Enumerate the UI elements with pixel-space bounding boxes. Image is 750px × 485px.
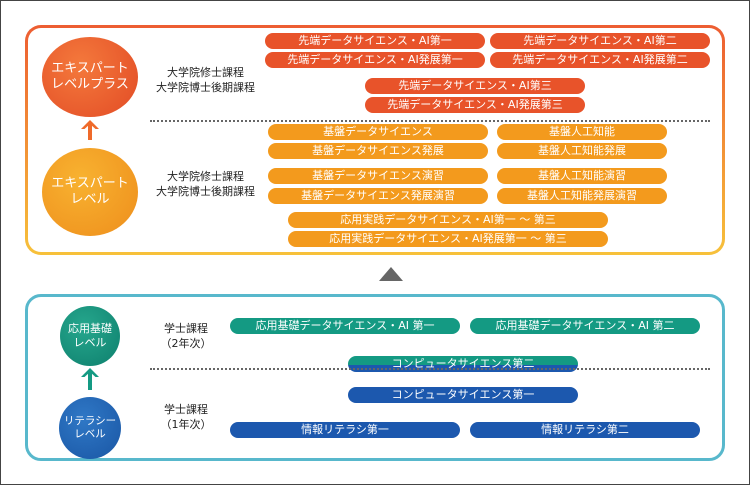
- up-arrow-icon: [81, 120, 99, 140]
- literacy-label-line1: リテラシー: [63, 414, 117, 427]
- course-pill: 先端データサイエンス・AI第二: [490, 33, 710, 49]
- course-pill: 基盤データサイエンス発展: [268, 143, 488, 159]
- course-label-line: （2年次）: [160, 336, 212, 350]
- course-pill: 先端データサイエンス・AI発展第二: [490, 52, 710, 68]
- course-pill: 応用基礎データサイエンス・AI 第一: [230, 318, 460, 334]
- undergrad-course-label-year2: 学士課程 （2年次）: [150, 322, 222, 352]
- triangle-up-icon: [379, 267, 403, 281]
- course-pill: 基盤人工知能発展演習: [497, 188, 667, 204]
- applied-label-line1: 応用基礎: [68, 322, 112, 336]
- graduate-course-label-top: 大学院修士課程 大学院博士後期課程: [148, 66, 263, 96]
- expert-plus-label-line2: レベルプラス: [51, 77, 129, 92]
- course-pill: 先端データサイエンス・AI第三: [365, 78, 585, 94]
- course-label-line: 大学院修士課程: [167, 170, 244, 183]
- expert-level-circle: エキスパート レベル: [42, 148, 138, 236]
- course-label-line: （1年次）: [160, 417, 212, 431]
- course-label-line: 学士課程: [164, 403, 208, 416]
- expert-label-line1: エキスパート: [51, 175, 129, 191]
- course-pill: 情報リテラシ第二: [470, 422, 700, 438]
- up-arrow-icon: [81, 368, 99, 390]
- course-pill: 基盤データサイエンス: [268, 124, 488, 140]
- course-pill: 基盤データサイエンス演習: [268, 168, 488, 184]
- expert-label-line2: レベル: [70, 192, 110, 207]
- expert-plus-label-line1: エキスパート: [51, 60, 129, 76]
- course-pill: 基盤人工知能演習: [497, 168, 667, 184]
- divider-dotted: [150, 120, 710, 122]
- course-pill: コンピュータサイエンス第一: [348, 387, 578, 403]
- course-pill: 基盤データサイエンス発展演習: [268, 188, 488, 204]
- divider-dotted: [150, 368, 710, 370]
- undergrad-course-label-year1: 学士課程 （1年次）: [150, 403, 222, 433]
- applied-label-line2: レベル: [73, 336, 107, 349]
- literacy-label-line2: レベル: [74, 428, 106, 440]
- course-label-line: 大学院修士課程: [167, 66, 244, 79]
- course-pill: 先端データサイエンス・AI第一: [265, 33, 485, 49]
- course-label-line: 学士課程: [164, 322, 208, 335]
- course-label-line: 大学院博士後期課程: [156, 184, 255, 198]
- course-pill: 基盤人工知能発展: [497, 143, 667, 159]
- course-pill: 先端データサイエンス・AI発展第一: [265, 52, 485, 68]
- graduate-course-label-mid: 大学院修士課程 大学院博士後期課程: [148, 170, 263, 200]
- course-pill: 情報リテラシ第一: [230, 422, 460, 438]
- course-pill: 基盤人工知能: [497, 124, 667, 140]
- course-label-line: 大学院博士後期課程: [156, 80, 255, 94]
- applied-level-circle: 応用基礎 レベル: [60, 306, 120, 366]
- course-pill: 応用実践データサイエンス・AI発展第一 ～ 第三: [288, 231, 608, 247]
- course-pill: 応用実践データサイエンス・AI第一 ～ 第三: [288, 212, 608, 228]
- expert-plus-level-circle: エキスパート レベルプラス: [42, 37, 138, 117]
- course-pill: 応用基礎データサイエンス・AI 第二: [470, 318, 700, 334]
- course-pill: 先端データサイエンス・AI発展第三: [365, 97, 585, 113]
- literacy-level-circle: リテラシー レベル: [59, 397, 121, 459]
